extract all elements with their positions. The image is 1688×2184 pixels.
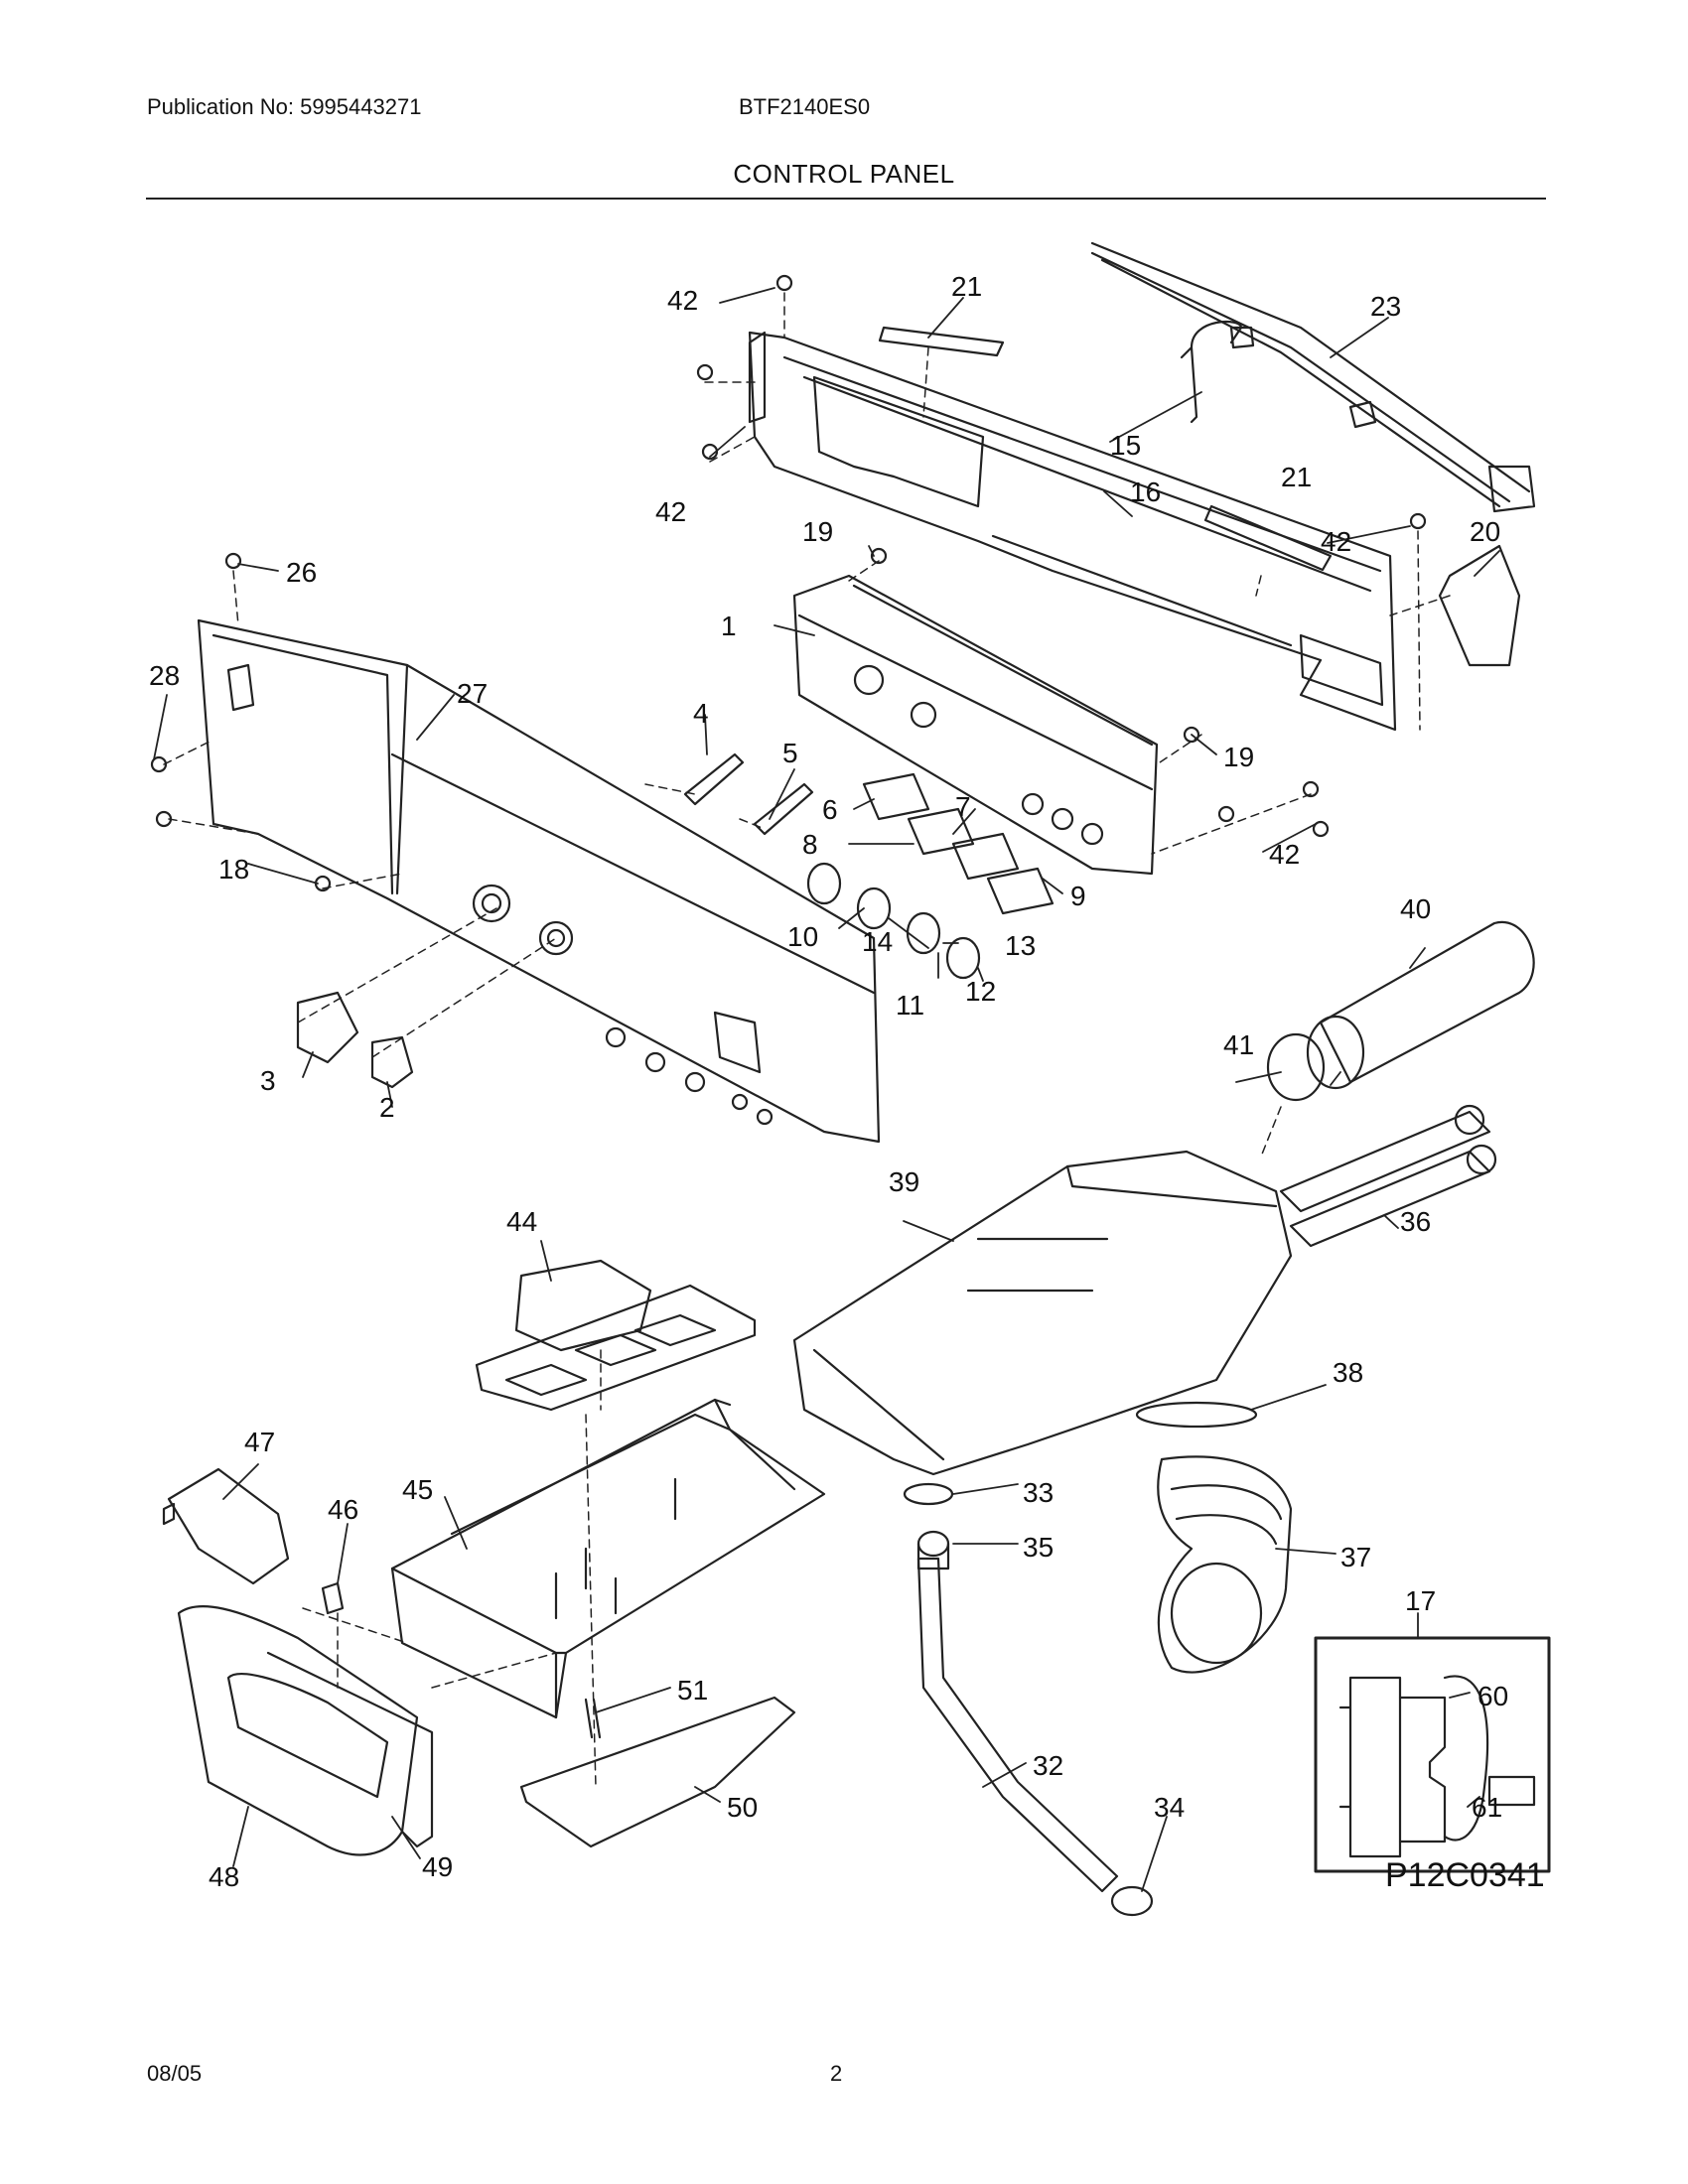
callout-1: 1	[721, 611, 737, 641]
panel-strip-21a	[878, 326, 1005, 357]
dispenser-drawer-45	[390, 1398, 826, 1719]
shaft-4	[683, 752, 745, 806]
knob-2	[370, 1035, 414, 1089]
callout-11: 11	[896, 990, 924, 1021]
callout-50: 50	[727, 1792, 758, 1823]
actuator-47	[162, 1467, 290, 1585]
callout-36: 36	[1400, 1206, 1431, 1237]
callout-19: 19	[802, 516, 833, 547]
bellows	[1157, 1455, 1293, 1674]
callout-14: 14	[862, 926, 893, 957]
spring-51	[584, 1698, 602, 1739]
callout-17: 17	[1405, 1585, 1436, 1616]
callout-48: 48	[209, 1861, 239, 1892]
callout-61: 61	[1472, 1792, 1502, 1823]
callout-7: 7	[955, 791, 971, 822]
control-board	[792, 574, 1159, 876]
spring-46	[321, 1581, 345, 1615]
dashed-alignment-lines	[163, 292, 1451, 1788]
front-console	[197, 618, 881, 1144]
callout-5: 5	[782, 738, 798, 768]
callout-18: 18	[218, 854, 249, 885]
callout-38: 38	[1333, 1357, 1363, 1388]
footer-date: 08/05	[147, 2061, 203, 2086]
drawer-handle-48	[177, 1605, 419, 1856]
bracket-20	[1438, 544, 1521, 667]
callout-60: 60	[1477, 1681, 1508, 1711]
callout-6: 6	[822, 794, 838, 825]
callout-40: 40	[1400, 893, 1431, 924]
oring-41	[1266, 1032, 1326, 1102]
header-divider	[146, 198, 1546, 200]
callout-23: 23	[1370, 291, 1401, 322]
wiring-harness-23	[1090, 241, 1536, 513]
clamp-38	[1135, 1401, 1258, 1429]
callout-9: 9	[1070, 881, 1086, 911]
callout-20: 20	[1470, 516, 1500, 547]
callout-47: 47	[244, 1427, 275, 1457]
callout-34: 34	[1154, 1792, 1185, 1823]
drain-hose	[916, 1557, 1119, 1893]
detergent-cup-44	[514, 1259, 652, 1352]
callout-42: 42	[1321, 526, 1351, 557]
callout-39: 39	[889, 1166, 919, 1197]
callout-41: 41	[1223, 1029, 1254, 1060]
callout-33: 33	[1023, 1477, 1054, 1508]
callout-15: 15	[1110, 430, 1141, 461]
callout-19: 19	[1223, 742, 1254, 772]
rear-panel-frame	[748, 331, 1397, 732]
light-pipe-set	[862, 772, 1055, 915]
inlet-valve-hoses	[1279, 1104, 1497, 1248]
fitting-35	[916, 1530, 950, 1570]
callout-46: 46	[328, 1494, 358, 1525]
cover-50	[519, 1696, 796, 1848]
clamp-33	[903, 1482, 954, 1506]
clamp-34	[1110, 1885, 1154, 1917]
callout-2: 2	[379, 1092, 395, 1123]
page-number: 2	[830, 2061, 843, 2086]
shaft-5	[753, 782, 814, 836]
hose-40	[1306, 920, 1535, 1090]
leader-lines	[153, 287, 1500, 1892]
callout-42: 42	[667, 285, 698, 316]
callout-27: 27	[457, 678, 488, 709]
pressure-switch-inset	[1314, 1636, 1551, 1873]
callout-3: 3	[260, 1065, 276, 1096]
callout-35: 35	[1023, 1532, 1054, 1563]
callout-16: 16	[1130, 477, 1161, 507]
callout-13: 13	[1005, 930, 1036, 961]
callout-4: 4	[693, 698, 709, 729]
callout-49: 49	[422, 1851, 453, 1882]
sensor-lead-15	[1180, 320, 1255, 424]
panel-strip-21b	[1203, 504, 1333, 572]
model-number: BTF2140ES0	[739, 94, 871, 119]
callout-45: 45	[402, 1474, 433, 1505]
callout-12: 12	[965, 976, 996, 1007]
callout-21: 21	[1281, 462, 1312, 492]
callout-37: 37	[1340, 1542, 1371, 1572]
callout-21: 21	[951, 271, 982, 302]
callout-8: 8	[802, 829, 818, 860]
callout-51: 51	[677, 1675, 708, 1706]
dispenser-housing	[792, 1150, 1293, 1476]
callout-10: 10	[787, 921, 818, 952]
drawer-face-49	[266, 1651, 434, 1848]
switch-buttons	[806, 862, 981, 980]
callout-28: 28	[149, 660, 180, 691]
cup-insert	[475, 1284, 757, 1412]
page-title: CONTROL PANEL	[733, 159, 955, 189]
diagram-reference-code: P12C0341	[1385, 1856, 1545, 1894]
screw-set	[150, 274, 1427, 892]
callout-42: 42	[655, 496, 686, 527]
callout-44: 44	[506, 1206, 537, 1237]
knob-3	[296, 991, 359, 1064]
callout-42: 42	[1269, 839, 1300, 870]
callout-32: 32	[1033, 1750, 1063, 1781]
publication-number: Publication No: 5995443271	[147, 94, 422, 119]
callout-26: 26	[286, 557, 317, 588]
